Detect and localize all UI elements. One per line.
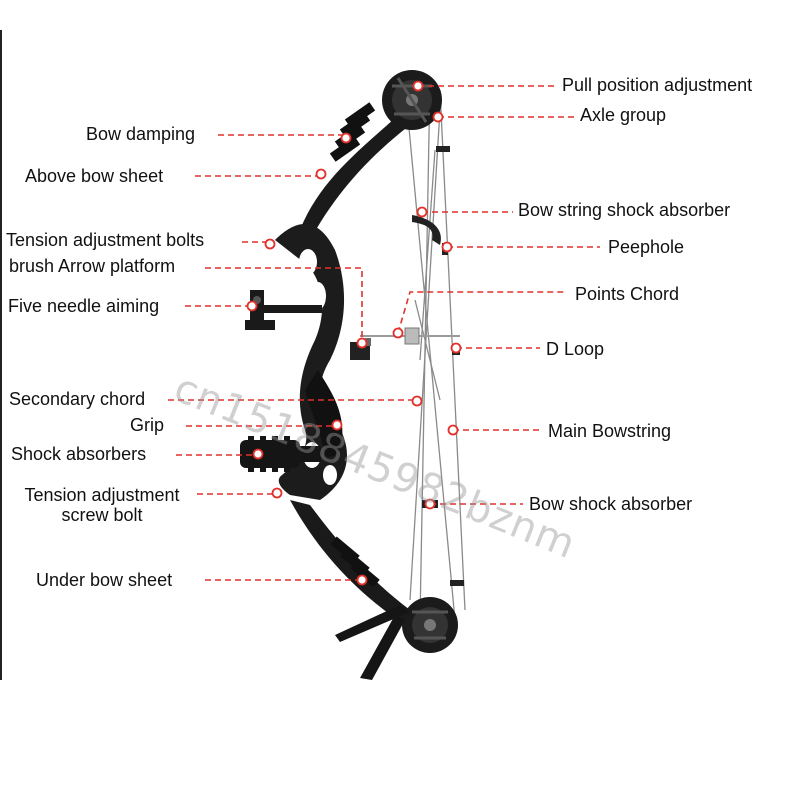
bowstrings bbox=[404, 79, 466, 621]
leader-marker-points-chord bbox=[392, 327, 404, 339]
label-bow-shock-absorber: Bow shock absorber bbox=[529, 494, 693, 514]
leader-marker-d-loop bbox=[450, 342, 462, 354]
label-above-bow-sheet: Above bow sheet bbox=[25, 166, 164, 186]
leader-marker-above-bow-sheet bbox=[315, 168, 327, 180]
label-five-needle-aiming: Five needle aiming bbox=[8, 296, 160, 316]
lower-cam bbox=[402, 597, 458, 653]
leader-marker-grip bbox=[331, 419, 343, 431]
label-under-bow-sheet: Under bow sheet bbox=[36, 570, 173, 590]
sight-assembly bbox=[245, 290, 322, 330]
label-tension-adjustment-screw-bolt-line2: screw bolt bbox=[61, 505, 143, 525]
label-main-bowstring: Main Bowstring bbox=[548, 421, 672, 441]
label-d-loop: D Loop bbox=[546, 339, 605, 359]
leader-marker-peephole bbox=[441, 241, 453, 253]
grip-shape bbox=[305, 370, 343, 457]
left-border-line bbox=[0, 30, 2, 680]
leader-marker-five-needle-aiming bbox=[246, 300, 258, 312]
label-shock-absorbers: Shock absorbers bbox=[11, 444, 147, 464]
label-tension-adjustment-screw-bolt-line1: Tension adjustment bbox=[24, 485, 180, 505]
lower-limb-dampers bbox=[330, 536, 380, 588]
label-grip: Grip bbox=[130, 415, 165, 435]
cable-slide bbox=[404, 327, 420, 345]
leader-line-brush-arrow-platform bbox=[205, 267, 363, 343]
leader-line-points-chord bbox=[397, 291, 565, 334]
leader-marker-bow-shock-absorber bbox=[424, 498, 436, 510]
leader-marker-secondary-chord bbox=[411, 395, 423, 407]
leader-marker-main-bowstring bbox=[447, 424, 459, 436]
leader-marker-axle-group bbox=[432, 111, 444, 123]
bow-stand bbox=[335, 605, 410, 680]
label-tension-adjustment-bolts: Tension adjustment bolts bbox=[6, 230, 205, 250]
upper-limb bbox=[285, 118, 410, 250]
label-axle-group: Axle group bbox=[580, 105, 667, 125]
leader-marker-under-bow-sheet bbox=[356, 574, 368, 586]
label-peephole: Peephole bbox=[608, 237, 685, 257]
leader-marker-tension-adjustment-screw-bolt bbox=[271, 487, 283, 499]
label-pull-position-adjustment: Pull position adjustment bbox=[562, 75, 753, 95]
label-bow-string-shock-absorber: Bow string shock absorber bbox=[518, 200, 731, 220]
label-bow-damping: Bow damping bbox=[86, 124, 196, 144]
leader-marker-brush-arrow-platform bbox=[356, 337, 368, 349]
label-tension-adjustment-screw-bolt: Tension adjustment screw bolt bbox=[11, 485, 193, 525]
leader-marker-shock-absorbers bbox=[252, 448, 264, 460]
stabilizer bbox=[240, 436, 321, 472]
label-points-chord: Points Chord bbox=[575, 284, 680, 304]
leader-marker-tension-adjustment-bolts bbox=[264, 238, 276, 250]
leader-marker-bow-string-shock-absorber bbox=[416, 206, 428, 218]
leader-marker-bow-damping bbox=[340, 132, 352, 144]
leader-marker-pull-position-adjustment bbox=[412, 80, 424, 92]
upper-cam bbox=[382, 70, 442, 130]
label-secondary-chord: Secondary chord bbox=[9, 389, 146, 409]
label-brush-arrow-platform: brush Arrow platform bbox=[9, 256, 176, 276]
